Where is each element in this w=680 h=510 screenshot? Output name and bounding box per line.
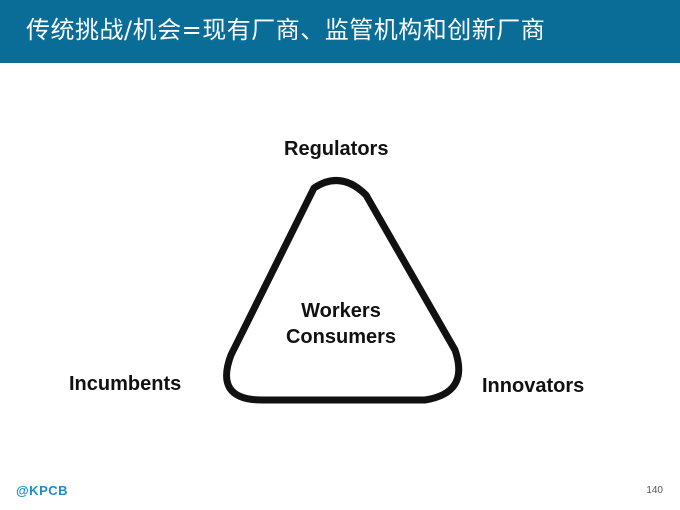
workers-label: Workers [301, 300, 381, 322]
slide-title: 传统挑战/机会=现有厂商、监管机构和创新厂商 [26, 16, 546, 44]
page-number: 140 [646, 485, 663, 496]
rounded-triangle [223, 177, 463, 404]
title-bar: 传统挑战/机会=现有厂商、监管机构和创新厂商 [0, 0, 680, 63]
triangle-diagram [223, 177, 463, 404]
kpcb-logo: @KPCB [16, 483, 69, 498]
regulators-label: Regulators [284, 138, 389, 160]
innovators-label: Innovators [482, 375, 585, 397]
incumbents-label: Incumbents [69, 373, 182, 395]
consumers-label: Consumers [285, 326, 397, 348]
center-text: Workers Consumers [266, 298, 416, 350]
